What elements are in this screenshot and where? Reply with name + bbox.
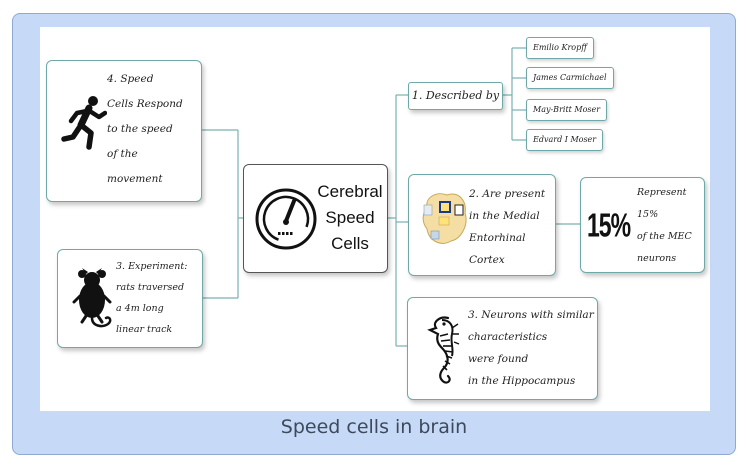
- connector-leaves-trunk: [503, 48, 513, 140]
- diagram-caption: Speed cells in brain: [280, 416, 468, 438]
- represent-text: Represent 15% of the MEC neurons: [637, 187, 692, 264]
- medial-node[interactable]: 2. Are present in the Medial Entorhinal …: [408, 174, 556, 276]
- speedometer-icon: [255, 188, 317, 250]
- described-by-label: 1. Described by: [411, 89, 500, 102]
- running-man-icon: [61, 96, 107, 150]
- person-name: May-Britt Moser: [533, 105, 601, 114]
- person-leaf-maybritt[interactable]: May-Britt Moser: [526, 99, 608, 121]
- central-node[interactable]: Cerebral Speed Cells: [243, 164, 388, 273]
- brain-map-icon: [422, 193, 467, 244]
- respond-node[interactable]: 4. Speed Cells Respond to the speed of t…: [46, 60, 202, 202]
- percent-figure: 15%: [587, 206, 631, 244]
- seahorse-icon: [427, 316, 460, 384]
- hippocampus-node[interactable]: 3. Neurons with similar characteristics …: [407, 297, 598, 400]
- experiment-node[interactable]: 3. Experiment: rats traversed a 4m long …: [57, 249, 203, 348]
- represent-node[interactable]: 15% Represent 15% of the MEC neurons: [580, 177, 705, 273]
- hippocampus-text: 3. Neurons with similar characteristics …: [468, 309, 594, 387]
- respond-text: 4. Speed Cells Respond to the speed of t…: [107, 73, 183, 185]
- person-leaf-carmichael[interactable]: James Carmichael: [526, 67, 614, 89]
- person-name: Edvard I Moser: [533, 135, 597, 144]
- person-leaf-edvard[interactable]: Edvard I Moser: [526, 129, 604, 151]
- experiment-text: 3. Experiment: rats traversed a 4m long …: [116, 261, 188, 335]
- person-name: James Carmichael: [533, 73, 607, 82]
- rat-icon: [72, 268, 112, 328]
- described-by-node[interactable]: 1. Described by: [408, 82, 503, 110]
- central-title: Cerebral Speed Cells: [317, 182, 383, 253]
- person-name: Emilio Kropff: [533, 43, 587, 52]
- medial-text: 2. Are present in the Medial Entorhinal …: [469, 188, 546, 266]
- person-leaf-kropff[interactable]: Emilio Kropff: [526, 37, 594, 59]
